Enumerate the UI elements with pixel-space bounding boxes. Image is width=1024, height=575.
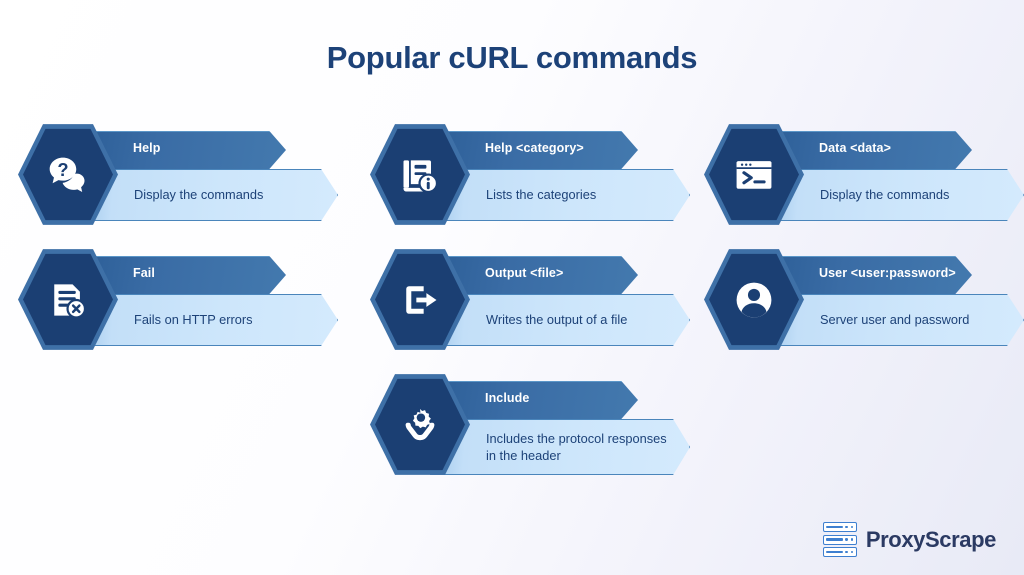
command-card-include[interactable]: Include Includes the protocol responses … <box>370 372 690 477</box>
card-description-band <box>78 169 338 221</box>
card-description-band <box>430 169 690 221</box>
card-command-label: Fail <box>133 266 155 280</box>
card-icon-badge <box>704 122 804 227</box>
card-bands: User <user:password> Server user and pas… <box>764 256 1024 346</box>
card-bands: Output <file> Writes the output of a fil… <box>430 256 690 346</box>
server-dot <box>850 538 854 541</box>
card-description-label: Writes the output of a file <box>486 312 628 328</box>
command-card-user[interactable]: User <user:password> Server user and pas… <box>704 247 1024 352</box>
card-description-band <box>764 294 1024 346</box>
card-command-band <box>430 381 638 419</box>
card-bands: Help Display the commands <box>78 131 338 221</box>
server-line <box>826 538 844 541</box>
card-bands: Help <category> Lists the categories <box>430 131 690 221</box>
card-row: Fail Fails on HTTP errors Outp <box>0 247 1024 372</box>
server-line <box>826 550 844 554</box>
card-description-label: Server user and password <box>820 312 970 328</box>
page-title: Popular cURL commands <box>326 40 698 75</box>
card-command-label: Include <box>485 391 530 405</box>
card-bands: Data <data> Display the commands <box>764 131 1024 221</box>
card-description-band <box>430 419 690 475</box>
card-command-band <box>78 131 286 169</box>
card-bands: Include Includes the protocol responses … <box>430 381 690 475</box>
command-card-help-category[interactable]: Help <category> Lists the categories <box>370 122 690 227</box>
server-dot <box>850 525 854 529</box>
book-info-icon <box>370 122 470 227</box>
card-description-band <box>430 294 690 346</box>
card-icon-badge <box>370 122 470 227</box>
logo-text: ProxyScrape <box>865 526 997 552</box>
document-error-icon <box>18 247 118 352</box>
card-command-band <box>78 256 286 294</box>
card-icon-badge: ? <box>18 122 118 227</box>
card-icon-badge <box>370 247 470 352</box>
server-bar <box>822 547 857 557</box>
card-icon-badge <box>704 247 804 352</box>
card-command-band <box>430 256 638 294</box>
card-description-label: Fails on HTTP errors <box>134 312 253 328</box>
server-dot <box>850 550 854 554</box>
card-command-band <box>764 131 972 169</box>
command-card-help[interactable]: ? Help Display the commands <box>18 122 338 227</box>
server-dot <box>845 538 848 541</box>
card-icon-badge <box>18 247 118 352</box>
card-row: ? Help Display the commands <box>0 122 1024 247</box>
card-command-band <box>430 131 638 169</box>
card-command-label: Help <box>133 141 161 155</box>
card-command-label: User <user:password> <box>819 266 956 280</box>
card-bands: Fail Fails on HTTP errors <box>78 256 338 346</box>
export-arrow-icon <box>370 247 470 352</box>
server-stack-icon <box>822 522 857 557</box>
card-description-band <box>764 169 1024 221</box>
card-command-label: Data <data> <box>819 141 891 155</box>
terminal-window-icon <box>704 122 804 227</box>
card-icon-badge <box>370 372 470 477</box>
command-card-output[interactable]: Output <file> Writes the output of a fil… <box>370 247 690 352</box>
server-bar <box>822 522 857 532</box>
card-description-label: Display the commands <box>820 187 950 203</box>
command-card-fail[interactable]: Fail Fails on HTTP errors <box>18 247 338 352</box>
server-dot <box>845 550 848 554</box>
user-avatar-icon <box>704 247 804 352</box>
card-description-label: Includes the protocol responses in the h… <box>486 430 667 463</box>
card-description-label: Display the commands <box>134 187 264 203</box>
server-bar <box>822 534 857 545</box>
command-card-data[interactable]: Data <data> Display the commands <box>704 122 1024 227</box>
card-description-band <box>78 294 338 346</box>
card-command-label: Help <category> <box>485 141 584 155</box>
server-dot <box>845 525 848 529</box>
server-line <box>826 525 844 529</box>
card-command-label: Output <file> <box>485 266 564 280</box>
proxyscrape-logo[interactable]: ProxyScrape <box>822 522 997 557</box>
card-row: Include Includes the protocol responses … <box>0 372 1024 497</box>
card-description-label: Lists the categories <box>486 187 597 203</box>
card-command-band <box>764 256 972 294</box>
svg-text:?: ? <box>57 158 68 179</box>
question-speech-bubbles-icon: ? <box>18 122 118 227</box>
command-card-grid: ? Help Display the commands <box>0 122 1024 497</box>
hands-gear-icon <box>370 372 470 477</box>
